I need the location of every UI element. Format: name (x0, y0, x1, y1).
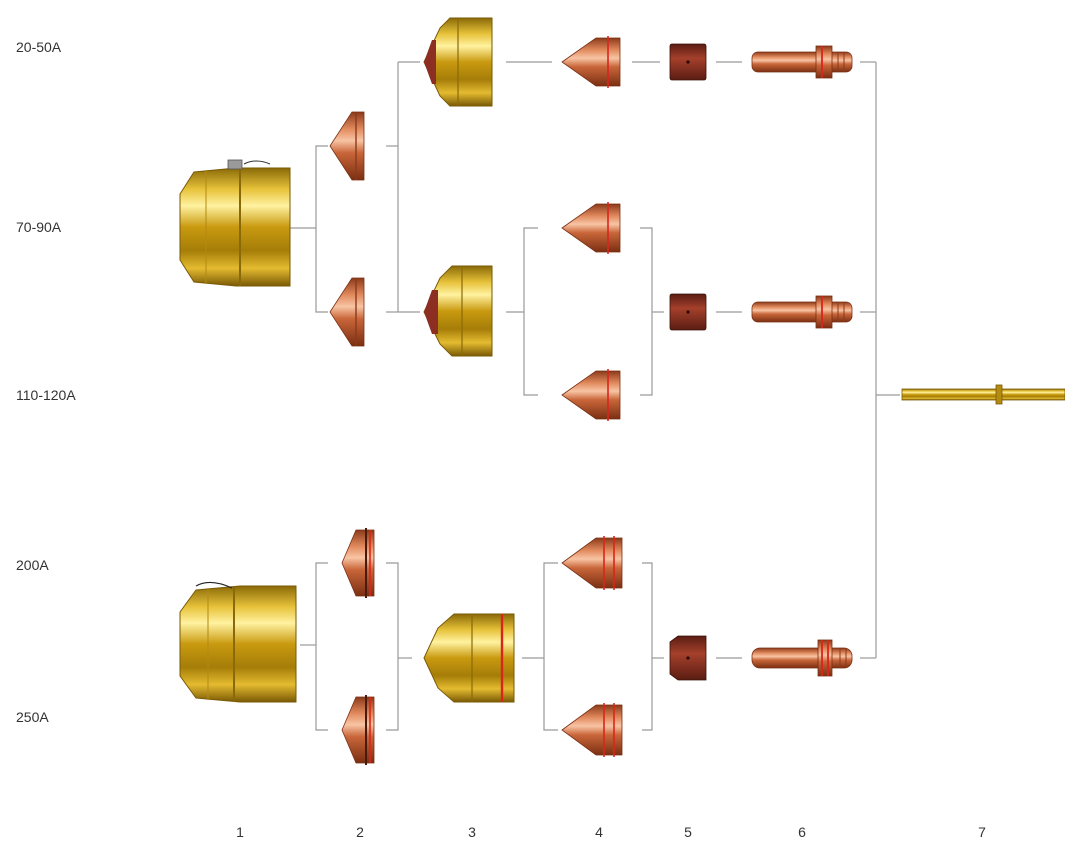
shield-bottom-200a (341, 528, 375, 598)
torch-tube (901, 384, 1065, 405)
amperage-label-70-90a: 70-90A (16, 219, 62, 235)
amperage-label-200a: 200A (16, 557, 49, 573)
shield-bottom-250a (341, 695, 375, 765)
column-number-6: 6 (798, 824, 806, 840)
swirl-ring-top (669, 43, 707, 81)
column-number-5: 5 (684, 824, 692, 840)
nozzle-bottom-250a (561, 703, 623, 757)
shield-middle (329, 277, 365, 347)
nozzle-retaining-cap-top (423, 17, 493, 107)
column-number-1: 1 (236, 824, 244, 840)
amperage-label-250a: 250A (16, 709, 49, 725)
amperage-label-110-120a: 110-120A (16, 387, 76, 403)
column-number-7: 7 (978, 824, 986, 840)
electrode-top (751, 45, 853, 79)
column-number-2: 2 (356, 824, 364, 840)
nozzle-middle-upper (561, 202, 621, 254)
amperage-label-20-50a: 20-50A (16, 39, 62, 55)
retaining-cap-large-top (179, 159, 291, 287)
nozzle-middle-lower (561, 369, 621, 421)
connector-lines (290, 61, 900, 731)
column-number-3: 3 (468, 824, 476, 840)
shield-top (329, 111, 365, 181)
electrode-bottom (751, 639, 853, 677)
nozzle-top (561, 36, 621, 88)
electrode-middle (751, 295, 853, 329)
retaining-cap-large-bottom (179, 581, 297, 703)
column-number-4: 4 (595, 824, 603, 840)
swirl-ring-bottom (669, 635, 707, 681)
nozzle-bottom-200a (561, 536, 623, 590)
swirl-ring-middle (669, 293, 707, 331)
nozzle-retaining-cap-middle (423, 265, 493, 357)
nozzle-retaining-cap-bottom (423, 613, 515, 703)
